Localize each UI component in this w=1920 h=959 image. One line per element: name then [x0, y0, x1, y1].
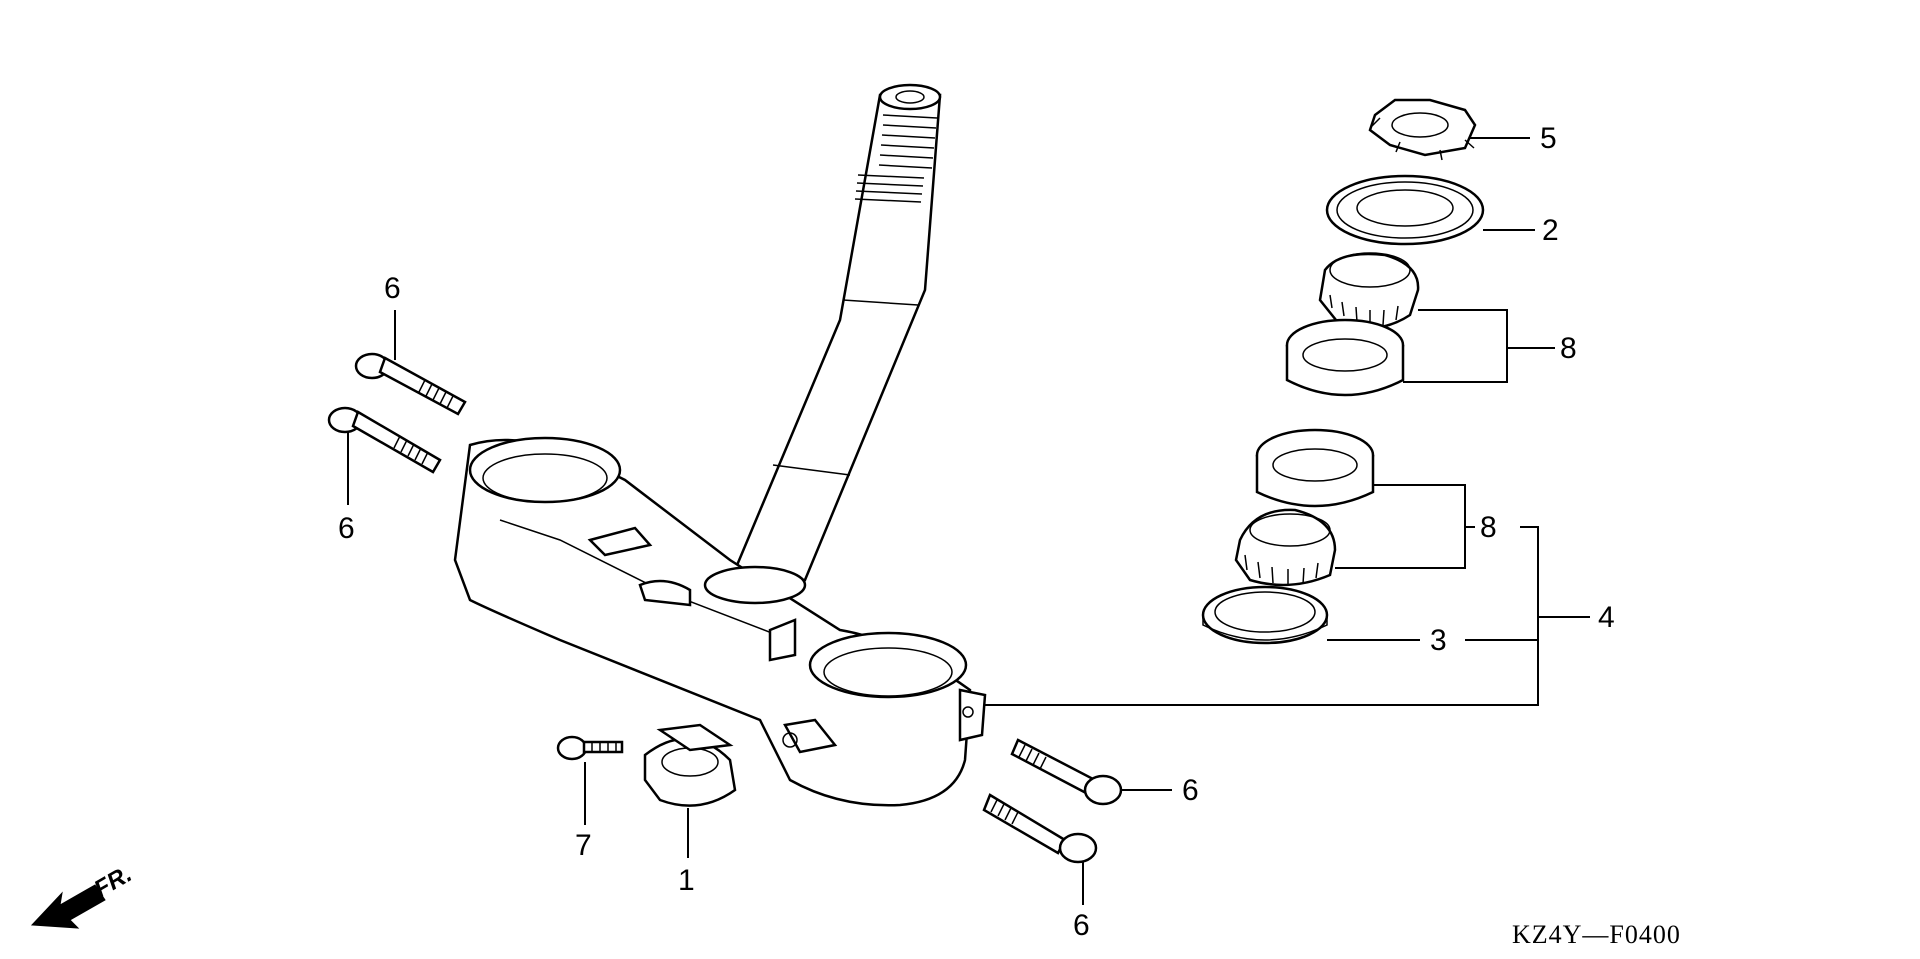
upper-bearing-outer-race: [1285, 318, 1405, 397]
small-bolt: [556, 735, 624, 761]
callout-1: 1: [678, 864, 695, 897]
lower-bearing-outer-race: [1255, 428, 1375, 508]
callout-8-upper: 8: [1560, 332, 1577, 365]
callout-7: 7: [575, 829, 592, 862]
callout-6-bottom: 6: [1073, 909, 1090, 942]
drawing-code: KZ4Y—F0400: [1512, 920, 1681, 949]
callout-6-right: 6: [1182, 774, 1199, 807]
callout-3: 3: [1430, 624, 1447, 657]
callout-4: 4: [1598, 601, 1615, 634]
callout-2: 2: [1542, 214, 1559, 247]
cable-clamp: [643, 723, 737, 807]
bolt-right-upper: [1010, 738, 1123, 806]
bolt-right-lower: [982, 793, 1098, 864]
bolt-upper-left: [354, 352, 467, 416]
callout-5: 5: [1540, 122, 1557, 155]
callout-8-lower: 8: [1480, 511, 1497, 544]
bolt-lower-left: [327, 406, 442, 474]
upper-bearing-inner-race: [1318, 252, 1420, 330]
dust-seal: [1325, 174, 1485, 246]
callout-6-left: 6: [338, 512, 355, 545]
lower-bearing-inner-race: [1234, 508, 1337, 587]
front-direction-arrow: FR.: [30, 860, 136, 929]
lower-dust-seal: [1201, 585, 1329, 645]
leader-lines: [347, 137, 1590, 905]
steering-stem-shaft: [733, 83, 942, 582]
stem-nut: [1368, 98, 1477, 161]
lower-triple-clamp: [453, 436, 987, 807]
callout-6-top-left: 6: [384, 272, 401, 305]
